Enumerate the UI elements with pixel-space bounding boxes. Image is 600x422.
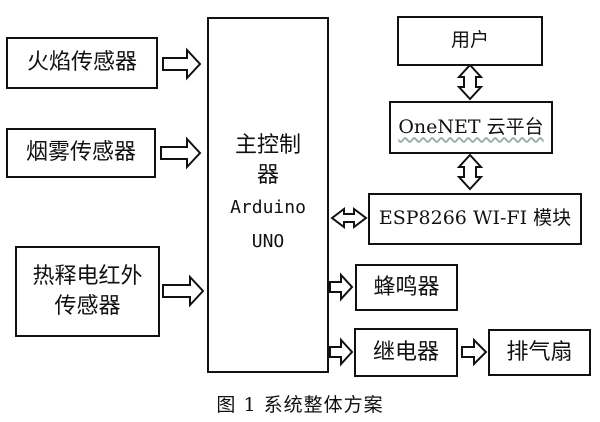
- relay-label: 继电器: [372, 339, 439, 365]
- fan-box: 排气扇: [488, 329, 591, 376]
- arrow-pir-to-controller: [162, 274, 205, 308]
- flame-sensor-box: 火焰传感器: [6, 37, 158, 89]
- arrow-smoke-to-controller: [160, 136, 202, 170]
- user-label: 用户: [450, 29, 489, 52]
- arrow-user-cloud: [456, 63, 484, 101]
- pir-sensor-box: 热释电红外 传感器: [15, 246, 160, 337]
- smoke-sensor-box: 烟雾传感器: [6, 128, 156, 178]
- buzzer-label: 蜂鸣器: [373, 274, 440, 300]
- arrow-controller-to-buzzer: [329, 272, 354, 302]
- controller-label-line4: UNO: [251, 230, 285, 252]
- figure-caption: 图 1 系统整体方案: [216, 394, 384, 416]
- onenet-cloud-label: OneNET 云平台: [398, 115, 544, 138]
- arrow-controller-wifi: [330, 207, 368, 229]
- controller-label-line3: Arduino: [230, 196, 306, 218]
- wifi-module-box: ESP8266 WI-FI 模块: [368, 193, 582, 245]
- wifi-module-label: ESP8266 WI-FI 模块: [378, 207, 572, 230]
- buzzer-box: 蜂鸣器: [355, 264, 458, 311]
- arrow-flame-to-controller: [162, 47, 202, 81]
- user-box: 用户: [397, 16, 543, 66]
- flame-sensor-label: 火焰传感器: [26, 50, 137, 76]
- arrow-relay-to-fan: [461, 337, 488, 367]
- fan-label: 排气扇: [506, 339, 573, 365]
- main-controller-box: 主控制 器 Arduino UNO: [207, 17, 329, 373]
- controller-label-line2: 器: [256, 162, 279, 188]
- pir-sensor-label-line2: 传感器: [54, 293, 121, 319]
- controller-label-line1: 主控制: [234, 133, 301, 159]
- relay-box: 继电器: [354, 328, 458, 377]
- pir-sensor-label-line1: 热释电红外: [32, 263, 143, 289]
- arrow-cloud-wifi: [456, 153, 484, 191]
- smoke-sensor-label: 烟雾传感器: [25, 140, 136, 166]
- onenet-cloud-box: OneNET 云平台: [389, 101, 553, 154]
- arrow-controller-to-relay: [329, 337, 354, 367]
